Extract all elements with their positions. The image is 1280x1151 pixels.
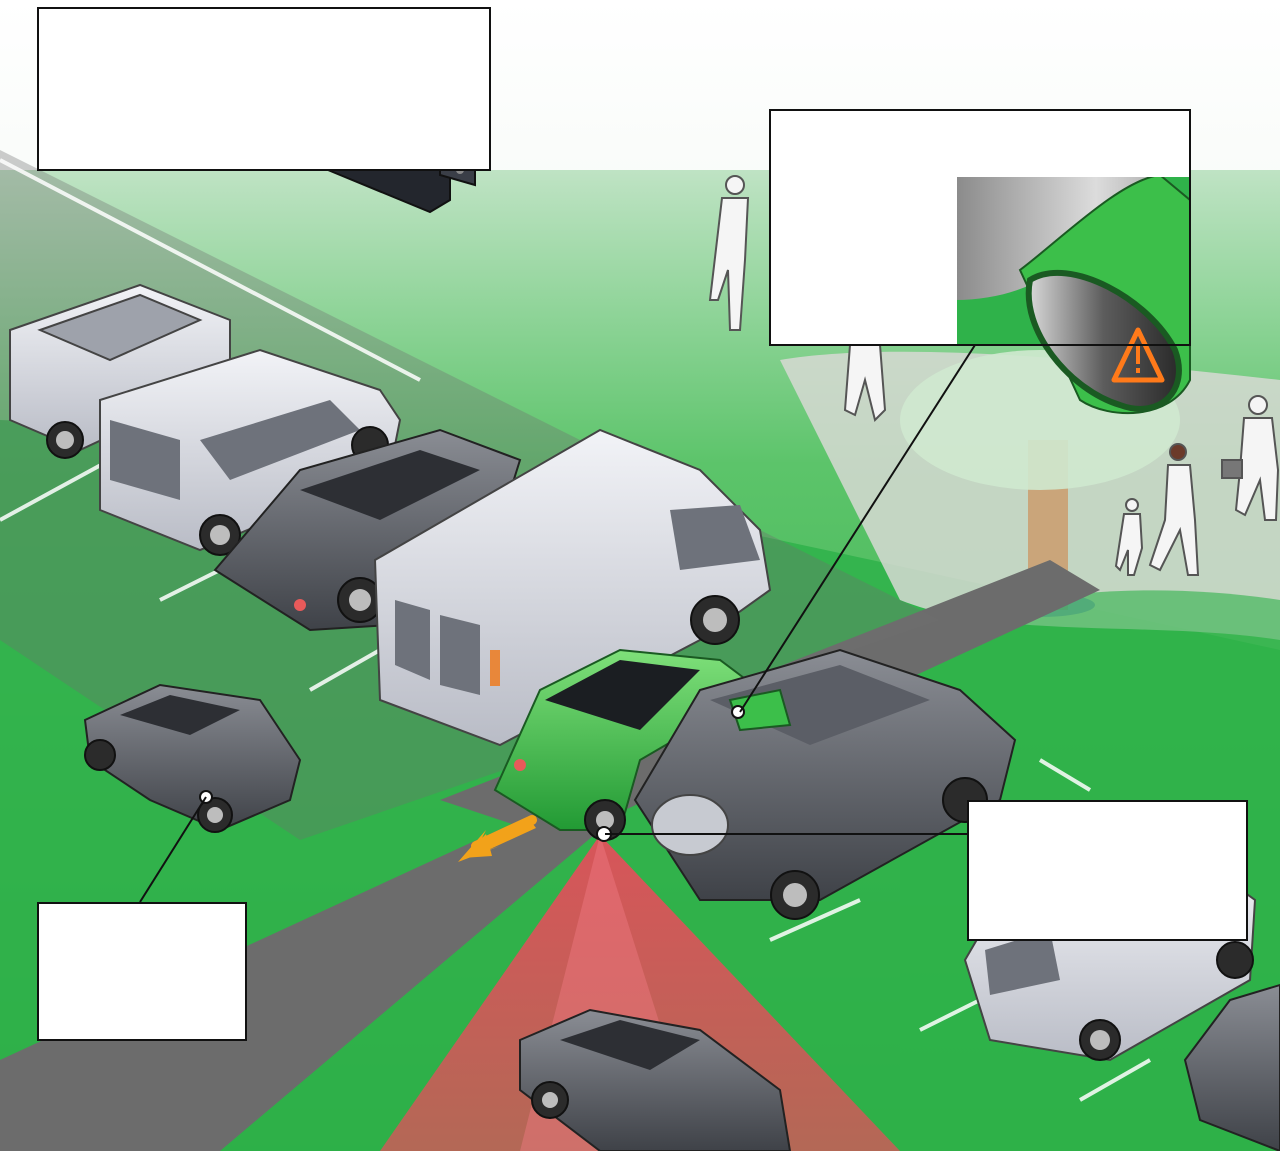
parking-line bbox=[1038, 758, 1092, 792]
parked-suv-grey bbox=[633, 648, 1017, 920]
spare-wheel-cover bbox=[651, 794, 729, 856]
parked-car-white-left bbox=[9, 283, 231, 459]
parking-lines bbox=[0, 158, 1151, 1102]
callout-right-label bbox=[967, 800, 1248, 941]
pedestrian-man-walking bbox=[708, 175, 750, 331]
parking-line bbox=[0, 158, 421, 382]
mirror-glass bbox=[1025, 269, 1182, 412]
mirror-zoom-inset bbox=[955, 173, 1191, 415]
radar-detection-zone bbox=[380, 835, 900, 1151]
parked-car-bottom-right bbox=[1183, 983, 1280, 1151]
pedestrian-woman-with-child bbox=[1114, 443, 1200, 576]
parked-minivan-white bbox=[99, 348, 402, 556]
pedestrian-man-background bbox=[843, 344, 887, 422]
parking-line bbox=[1079, 1058, 1151, 1102]
parked-van-white bbox=[373, 428, 772, 747]
pedestrians bbox=[708, 175, 1280, 576]
approaching-car-grey bbox=[519, 1008, 792, 1151]
callout-mirror-indicator bbox=[769, 109, 1191, 346]
arrow-left-down-icon bbox=[458, 815, 537, 862]
parking-line bbox=[769, 898, 861, 942]
parking-line bbox=[919, 998, 981, 1032]
parked-car-small-dark bbox=[83, 683, 302, 833]
callout-mirror-header-area bbox=[771, 111, 1189, 177]
callout-leader-lines bbox=[139, 344, 976, 903]
cross-road bbox=[0, 800, 600, 1151]
leader-line-side bbox=[139, 796, 207, 903]
parking-line bbox=[0, 458, 111, 522]
warning-triangle-icon bbox=[1111, 327, 1165, 383]
side-mirror-green bbox=[728, 688, 792, 732]
parking-line bbox=[309, 648, 381, 692]
callout-left-label bbox=[37, 902, 247, 1041]
pedestrian-businessman bbox=[1221, 395, 1280, 521]
leader-line-mirror bbox=[739, 344, 976, 713]
callout-sensor-module bbox=[37, 7, 491, 171]
